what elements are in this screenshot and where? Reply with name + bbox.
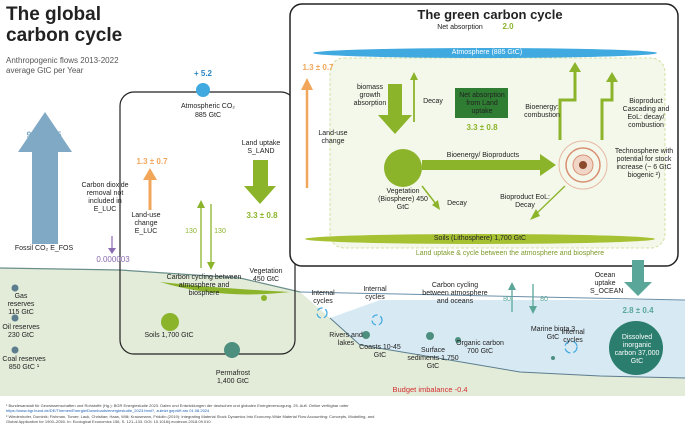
ocean-area bbox=[300, 292, 685, 378]
bioproducts-arrow bbox=[422, 154, 556, 176]
vegetation-right: Vegetation (Biosphere) 450 GtC bbox=[378, 188, 428, 211]
luc-value-right: 1.3 ± 0.7 bbox=[302, 63, 334, 72]
plus-value: + 5.2 bbox=[193, 69, 212, 78]
marine-biota: Marine biota 3 GtC bbox=[530, 326, 576, 341]
internal-cycles-2: Internal cycles bbox=[363, 286, 387, 301]
ocean-uptake-arrow bbox=[624, 260, 652, 296]
atmo-co2-label: Atmospheric CO₂ bbox=[180, 103, 236, 110]
carbon-cycling-atmo-bio: Carbon cycling between atmosphere and bi… bbox=[166, 274, 242, 297]
luc-value-left: 1.3 ± 0.7 bbox=[136, 157, 168, 166]
footnote-1b: https://www.bgr.bund.de/DE/Themen/Energi… bbox=[6, 408, 210, 413]
cycle-130-a: 130 bbox=[185, 228, 197, 235]
footnote-1: ¹ Bundesanstalt für Geowissenschaften un… bbox=[6, 403, 349, 408]
atmo-entry-dot bbox=[196, 83, 210, 97]
green-cycle-title: The green carbon cycle bbox=[417, 7, 563, 22]
budget-imbalance: Budget imbalance -0.4 bbox=[392, 385, 468, 394]
vegetation-left: Vegetation 450 GtC bbox=[249, 268, 283, 283]
vegetation-circle bbox=[384, 149, 422, 187]
land-uptake-arrow bbox=[244, 160, 276, 204]
luc-right-label: Land-use change bbox=[318, 130, 348, 145]
soils-left: Soils 1,700 GtC bbox=[144, 332, 194, 339]
ocean-80-b: 80 bbox=[540, 296, 548, 303]
luc-label: Land-use change E_LUC bbox=[131, 212, 161, 235]
net-absorption-box bbox=[455, 88, 508, 118]
atmo-co2-value: 885 GtC bbox=[194, 112, 222, 119]
ocean-surface-line bbox=[299, 291, 685, 301]
biomass-label: biomass growth absorption bbox=[353, 84, 387, 107]
coasts: Coasts 10-45 GtC bbox=[359, 344, 401, 359]
internal-cycles-3: Internal cycles bbox=[561, 329, 585, 344]
rivers-lakes: Rivers and lakes bbox=[329, 332, 363, 347]
bioenergy-combustion: Bioenergy: combustion bbox=[524, 104, 560, 119]
internal-cycles-1: Internal cycles bbox=[311, 290, 335, 305]
organic-carbon: Organic carbon 700 GtC bbox=[456, 340, 504, 355]
technosphere-core bbox=[579, 161, 587, 169]
land-area bbox=[0, 268, 685, 396]
permafrost: Permafrost 1,400 GtC bbox=[215, 370, 251, 385]
ocean-cycling: Carbon cycling between atmosphere and oc… bbox=[422, 282, 488, 305]
soil-streak bbox=[160, 282, 290, 295]
net-abs-land-value: 3.3 ± 0.8 bbox=[466, 123, 498, 132]
technosphere-label: Technosphere with potential for stock in… bbox=[614, 148, 674, 179]
page-title: The global carbon cycle bbox=[6, 4, 123, 46]
seabed-line bbox=[329, 317, 685, 379]
bioproduct-eol: Bioproduct EoL: Decay bbox=[500, 194, 550, 209]
ocean-uptake-label: Ocean uptake S_OCEAN bbox=[590, 272, 624, 295]
oil-reserves: Oil reserves 230 GtC bbox=[2, 324, 40, 339]
dissolved-inorganic: Dissolved inorganic carbon 37,000 GtC bbox=[614, 334, 660, 365]
technosphere-ring-outer bbox=[558, 140, 608, 190]
soils-band-label: Soils (Lithosphere) 1,700 GtC bbox=[433, 235, 527, 242]
fossil-arrow bbox=[32, 150, 58, 244]
atmosphere-band bbox=[313, 48, 657, 58]
footnote-2b: Global Application for 1900–2050. In: Ec… bbox=[6, 419, 211, 424]
land-topline bbox=[0, 267, 301, 293]
bioenergy-bioproducts: Bioenergy/ Bioproducts bbox=[446, 152, 520, 159]
atmosphere-band-label: Atmosphere (885 GtC) bbox=[451, 49, 523, 56]
technosphere-ring-mid bbox=[565, 147, 601, 183]
fossil-value: 9.6 ± 0.5 bbox=[26, 130, 62, 140]
surface-sediments: Surface sediments 1,750 GtC bbox=[407, 347, 459, 370]
fossil-label: Fossil CO₂ E_FOS bbox=[14, 245, 74, 252]
page-subtitle: Anthropogenic flows 2013-2022 average Gt… bbox=[6, 56, 119, 75]
cdr-value: 0.000003 bbox=[96, 255, 130, 264]
gas-reserves: Gas reserves 115 GtC bbox=[7, 293, 35, 316]
fossil-arrow-head bbox=[18, 112, 72, 152]
ocean-uptake-value: 2.8 ± 0.4 bbox=[622, 306, 654, 315]
net-absorption-label: Net absorption bbox=[437, 24, 483, 31]
land-uptake-value: 3.3 ± 0.8 bbox=[246, 211, 278, 220]
land-uptake-caption: Land uptake & cycle between the atmosphe… bbox=[415, 250, 605, 257]
soils-band bbox=[305, 234, 655, 244]
cdr-label: Carbon dioxide removal not included in E… bbox=[81, 182, 129, 213]
decay-bottom: Decay bbox=[447, 200, 467, 207]
decay-top: Decay bbox=[423, 98, 443, 105]
land-uptake-label: Land uptake S_LAND bbox=[241, 140, 281, 155]
bioproduct-cascading: Bioproduct Cascading and EoL: decay/ com… bbox=[622, 98, 670, 129]
cycle-130-b: 130 bbox=[214, 228, 226, 235]
ocean-80-a: 80 bbox=[503, 296, 511, 303]
net-absorption-value: 2.0 bbox=[502, 22, 514, 31]
coal-reserves: Coal reserves 850 GtC ¹ bbox=[2, 356, 46, 371]
net-abs-land-label: Net absorption from Land uptake bbox=[459, 92, 505, 115]
biomass-arrow bbox=[378, 84, 412, 134]
footnote-2: ² Wiedenhofer, Dominik; Fishman, Tomer; … bbox=[6, 414, 375, 419]
